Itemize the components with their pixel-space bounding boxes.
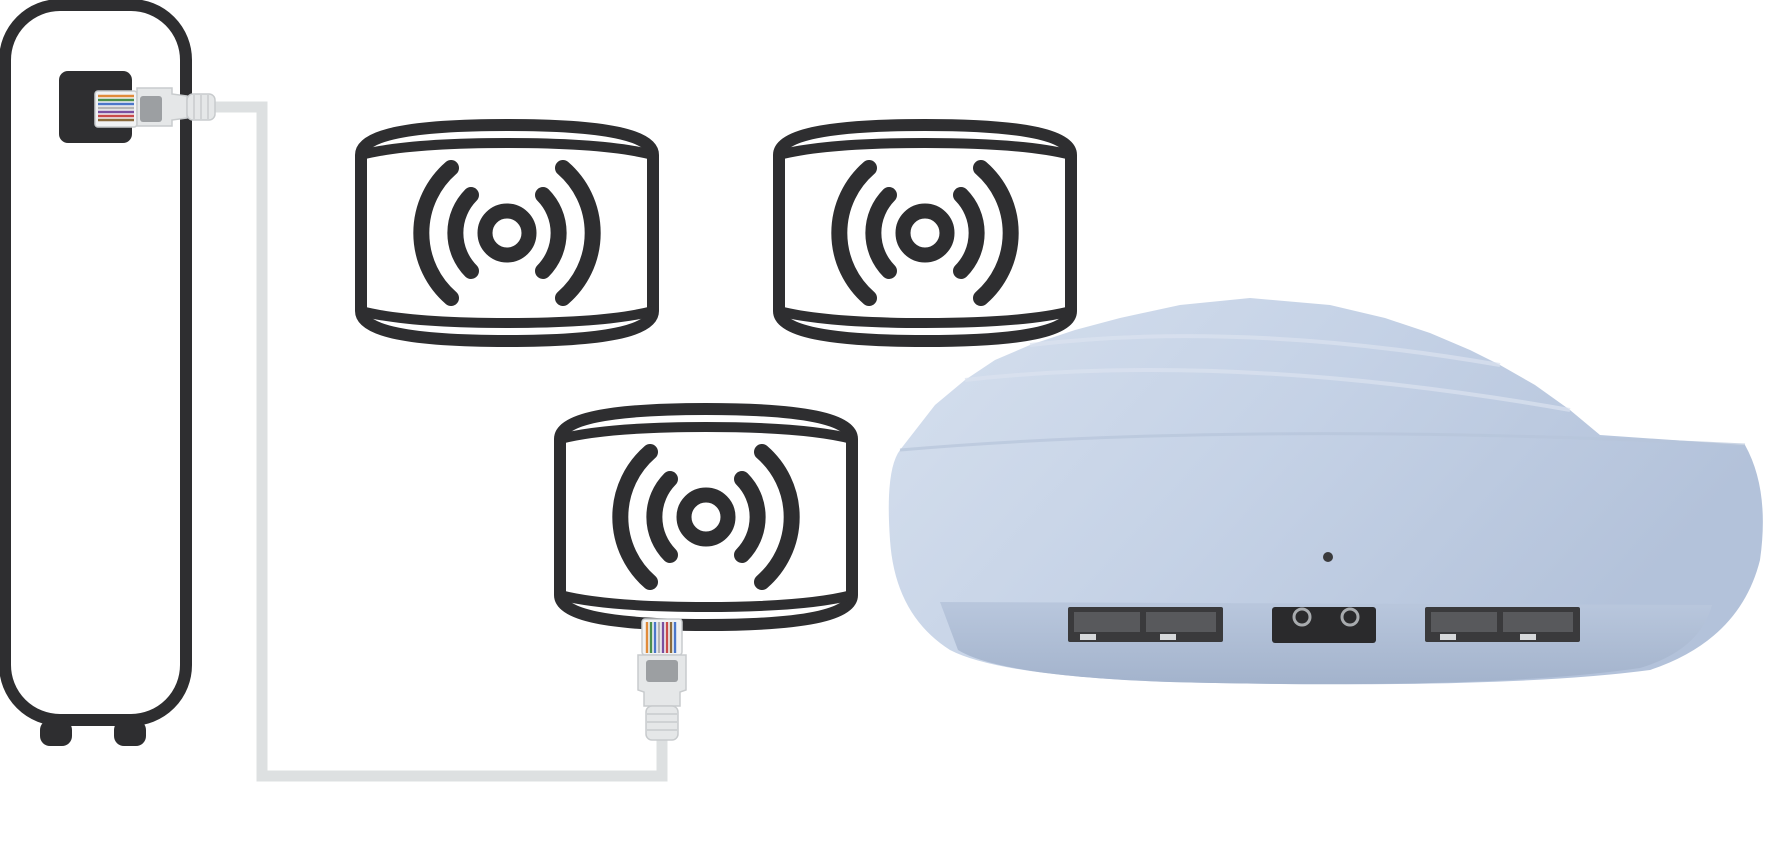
router-power-port <box>1272 607 1376 643</box>
mesh-node-2 <box>773 118 1077 348</box>
router-shell <box>888 298 1763 685</box>
ethernet-plug-icon <box>94 87 216 128</box>
router-photo <box>888 298 1763 685</box>
ethernet-plug-icon <box>637 618 687 741</box>
router-lan-ports-left <box>1068 607 1223 642</box>
modem-icon <box>0 0 192 746</box>
wifi-broadcast-icon <box>355 118 659 348</box>
wifi-broadcast-icon <box>554 402 858 632</box>
ethernet-cable <box>215 101 668 782</box>
mesh-node-3 <box>554 402 858 632</box>
mesh-node-1 <box>355 118 659 348</box>
wifi-broadcast-icon <box>773 118 1077 348</box>
router-status-led <box>1323 552 1333 562</box>
router-lan-ports-right <box>1425 607 1580 642</box>
